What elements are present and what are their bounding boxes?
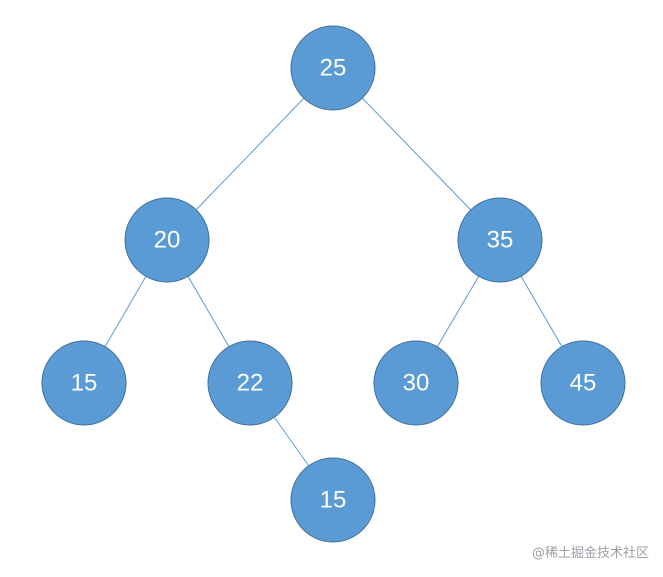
tree-node-n15b: 15 [290,457,376,543]
edge-n20-n22 [187,276,230,347]
edge-n20-n15a [104,276,147,347]
tree-node-n22: 22 [207,340,293,426]
tree-node-n25: 25 [290,25,376,111]
node-circle [290,457,376,543]
edge-n35-n45 [520,276,563,347]
node-label: 25 [320,55,347,82]
node-label: 20 [154,227,181,254]
node-label: 35 [487,227,514,254]
node-circle [373,340,459,426]
tree-node-n30: 30 [373,340,459,426]
node-circle [457,197,543,283]
edge-n25-n20 [195,97,305,211]
nodes-layer: 25 20 35 15 22 30 45 15 [41,25,626,543]
node-label: 30 [403,370,430,397]
node-label: 15 [320,487,347,514]
node-label: 22 [237,370,264,397]
node-label: 45 [570,370,597,397]
node-circle [207,340,293,426]
tree-node-n45: 45 [540,340,626,426]
edge-n25-n35 [361,97,472,211]
node-circle [540,340,626,426]
edge-n35-n30 [436,275,480,348]
tree-node-n15a: 15 [41,340,127,426]
node-circle [41,340,127,426]
tree-node-n35: 35 [457,197,543,283]
node-label: 15 [71,370,98,397]
edges-layer [104,97,563,467]
watermark-text: @稀土掘金技术社区 [531,546,649,561]
node-circle [124,197,210,283]
node-circle [290,25,376,111]
tree-node-n20: 20 [124,197,210,283]
edge-n22-n15b [273,416,310,467]
